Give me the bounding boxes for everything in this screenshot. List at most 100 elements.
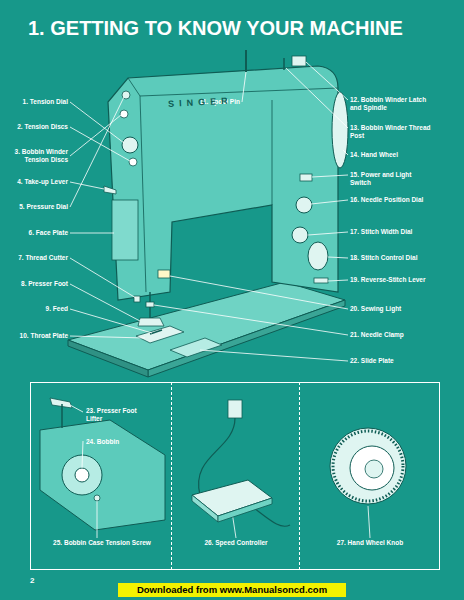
power-cord: [199, 418, 235, 495]
lifter-bar: [61, 404, 63, 428]
part-label: 20. Sewing Light: [350, 305, 432, 313]
part-label: 22. Slide Plate: [350, 357, 432, 365]
page-number: 2: [30, 576, 50, 586]
part-label: 17. Stitch Width Dial: [350, 228, 432, 236]
leader-line: [70, 309, 152, 333]
part-label: 26. Speed Controller: [186, 539, 286, 547]
bobbin: [75, 468, 89, 482]
tension-dial: [122, 137, 138, 153]
part-label: 23. Presser Foot Lifter: [86, 407, 148, 423]
part-label: 1. Tension Dial: [10, 98, 68, 106]
slide-plate: [170, 338, 222, 357]
part-label: 25. Bobbin Case Tension Screw: [43, 539, 161, 547]
leader-line: [368, 506, 370, 538]
part-label: 5. Pressure Dial: [10, 203, 68, 211]
bed-side: [68, 340, 148, 377]
leader-line: [70, 405, 83, 412]
take-up-lever: [104, 186, 116, 194]
leader-line: [312, 175, 348, 177]
power-switch: [300, 174, 312, 181]
part-label: 8. Presser Foot: [10, 280, 68, 288]
leader-line: [154, 305, 348, 335]
leader-line: [70, 284, 140, 321]
watermark-text: Downloaded from www.Manualsoncd.com: [118, 583, 346, 597]
part-label: 16. Needle Position Dial: [350, 196, 432, 204]
hand-wheel-knob: [350, 446, 394, 490]
leader-line: [70, 233, 114, 234]
leader-line: [70, 115, 121, 156]
part-label: 19. Reverse-Stitch Lever: [350, 276, 432, 284]
reverse-lever: [314, 278, 328, 283]
part-label: 4. Take-up Lever: [10, 178, 68, 186]
sewing-light: [158, 270, 170, 278]
part-label: 15. Power and Light Switch: [350, 171, 432, 187]
page-title: 1. GETTING TO KNOW YOUR MACHINE: [28, 16, 403, 40]
bobbin-winder: [292, 56, 306, 66]
knob-hub: [365, 460, 383, 478]
leader-line: [70, 336, 145, 338]
part-label: 6. Face Plate: [10, 229, 68, 237]
leader-line: [70, 182, 104, 189]
watermark-banner: Downloaded from www.Manualsoncd.com: [118, 583, 346, 597]
leader-line: [70, 97, 124, 207]
winder-tension-discs: [120, 110, 128, 118]
leader-line: [286, 68, 348, 128]
inset-panel: 27. Hand Wheel Knob: [300, 382, 440, 570]
pillar-edge: [272, 100, 273, 205]
presser-foot-lifter: [50, 398, 72, 408]
part-label: 3. Bobbin Winder Tension Discs: [10, 148, 68, 164]
hand-wheel-rim: [330, 428, 406, 504]
face-plate: [112, 200, 138, 260]
hand-wheel: [332, 92, 348, 168]
leader-line: [343, 150, 348, 155]
tension-screw: [94, 495, 100, 501]
leader-line: [70, 102, 124, 143]
leader-line: [306, 62, 348, 100]
feed: [150, 330, 162, 334]
leader-line: [97, 501, 98, 538]
part-label: 2. Tension Discs: [10, 123, 68, 131]
leader-line: [242, 72, 246, 102]
part-label: 13. Bobbin Winder Thread Post: [350, 124, 432, 140]
part-label: 21. Needle Clamp: [350, 331, 432, 339]
stitch-width-dial: [292, 227, 308, 243]
head-edge: [140, 96, 146, 292]
leader-line: [328, 257, 348, 258]
panel-leaders: [70, 405, 370, 538]
part-label: 18. Stitch Control Dial: [350, 254, 432, 262]
leader-lines: [70, 62, 348, 361]
stitch-control-dial: [308, 242, 328, 270]
part-label: 9. Feed: [10, 305, 68, 313]
part-label: 14. Hand Wheel: [350, 151, 432, 159]
bed-front: [148, 300, 345, 377]
leader-line: [70, 258, 136, 298]
leader-line: [170, 276, 348, 309]
thread-post: [283, 58, 285, 70]
leader-line: [308, 232, 348, 235]
arm-edge: [128, 78, 338, 96]
part-label: 27. Hand Wheel Knob: [318, 539, 422, 547]
bed-detail: [40, 420, 165, 530]
part-label: 24. Bobbin: [86, 438, 148, 446]
part-label: 10. Throat Plate: [10, 332, 68, 340]
part-label: 12. Bobbin Winder Latch and Spindle: [350, 96, 432, 112]
knurled-edge: [333, 431, 403, 501]
pedal-side: [192, 495, 218, 522]
machine-body: [108, 66, 338, 300]
needle-position-dial: [296, 197, 312, 213]
leader-line: [328, 280, 348, 281]
wall-outlet: [228, 400, 242, 418]
spool-pin: [245, 50, 247, 72]
inset-panel: 23. Presser Foot Lifter 24. Bobbin 25. Bob…: [30, 382, 172, 570]
presser-foot: [138, 318, 164, 326]
needle-clamp: [146, 302, 154, 307]
inset-panel: 26. Speed Controller: [172, 382, 300, 570]
pedal-front: [218, 498, 272, 522]
leader-line: [82, 441, 83, 468]
tension-discs: [129, 158, 137, 166]
part-label: 7. Thread Cutter: [10, 254, 68, 262]
leader-line: [200, 350, 348, 361]
leader-line: [311, 200, 348, 204]
